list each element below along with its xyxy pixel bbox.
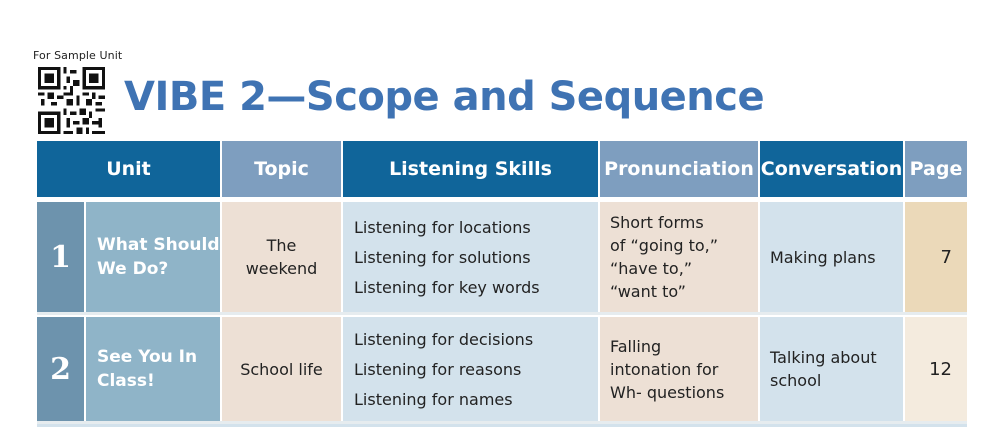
page-number-cell: 7 xyxy=(905,202,967,312)
conversation-cell: Making plans xyxy=(760,202,903,312)
unit-title-line: We Do? xyxy=(97,259,169,279)
pronunciation-line: Falling xyxy=(610,336,662,356)
qr-code-icon xyxy=(38,67,105,134)
page-number-cell: 12 xyxy=(905,317,967,421)
topic-cell: The weekend xyxy=(222,202,341,312)
conversation-cell: Talking about school xyxy=(760,317,903,421)
pronunciation-cell: Falling intonation for Wh- questions xyxy=(600,317,758,421)
conversation-line: Talking about xyxy=(770,348,877,367)
pronunciation-line: “have to,” xyxy=(610,259,693,278)
header-pronunciation: Pronunciation xyxy=(600,141,758,197)
topic-line: weekend xyxy=(245,259,318,278)
pronunciation-line: Short forms xyxy=(610,213,704,232)
row-divider xyxy=(37,312,967,315)
header-topic: Topic xyxy=(222,141,341,197)
pronunciation-line: Wh- questions xyxy=(610,382,725,402)
topic-cell: School life xyxy=(222,317,341,421)
listening-skill: Listening for key words xyxy=(354,277,540,297)
sample-note: For Sample Unit xyxy=(33,49,123,62)
listening-skill: Listening for names xyxy=(354,389,513,409)
row-divider xyxy=(37,421,967,424)
header-unit: Unit xyxy=(37,141,220,197)
listening-skill: Listening for solutions xyxy=(354,247,531,267)
topic-line: The xyxy=(266,236,297,255)
header-conversation: Conversation xyxy=(760,141,903,197)
unit-title: What Should We Do? xyxy=(86,202,220,312)
unit-number: 2 xyxy=(37,317,84,421)
listening-skill: Listening for reasons xyxy=(354,359,522,379)
unit-title-line: What Should xyxy=(97,235,220,255)
listening-skills-cell: Listening for decisions Listening for re… xyxy=(343,317,598,421)
next-row-edge xyxy=(37,424,967,427)
listening-skill: Listening for locations xyxy=(354,217,531,237)
pronunciation-line: “want to” xyxy=(610,282,686,301)
unit-title: See You In Class! xyxy=(86,317,220,421)
conversation-line: school xyxy=(770,371,822,390)
pronunciation-line: intonation for xyxy=(610,359,719,379)
pronunciation-cell: Short forms of “going to,” “have to,” “w… xyxy=(600,202,758,312)
header-listening-skills: Listening Skills xyxy=(343,141,598,197)
header-page: Page xyxy=(905,141,967,197)
unit-number: 1 xyxy=(37,202,84,312)
unit-title-line: Class! xyxy=(97,371,155,391)
pronunciation-line: of “going to,” xyxy=(610,236,719,255)
listening-skill: Listening for decisions xyxy=(354,329,534,349)
listening-skills-cell: Listening for locations Listening for so… xyxy=(343,202,598,312)
unit-title-line: See You In xyxy=(97,347,198,367)
page-title: VIBE 2—Scope and Sequence xyxy=(124,74,765,120)
